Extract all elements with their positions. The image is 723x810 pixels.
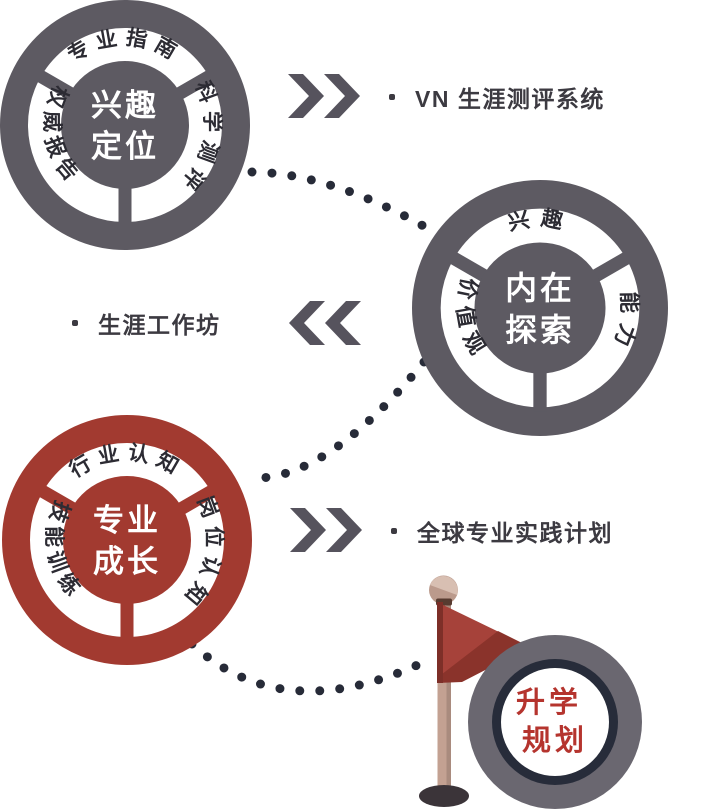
wheel-hub	[474, 242, 606, 374]
dotted-connector-2	[245, 357, 429, 483]
goal-label-line2: 规划	[522, 724, 588, 757]
wheel-center-label: 专业	[93, 503, 161, 538]
bullet-icon	[389, 94, 395, 100]
wheel-center-label: 探索	[505, 312, 575, 348]
wheel-outer-ring	[412, 180, 668, 436]
wheel-hub	[61, 61, 189, 189]
label-practice-text: 全球专业实践计划	[417, 520, 613, 546]
bullet-icon	[72, 320, 78, 326]
wheel-hub	[63, 476, 191, 604]
label-practice: 全球专业实践计划	[391, 516, 613, 546]
goal-circle-face	[501, 668, 609, 776]
wheel-outer-ring	[2, 415, 252, 665]
flag-pole-ball-highlight	[429, 576, 458, 595]
goal-scene: 升学 规划	[419, 575, 642, 809]
label-assessment: VN 生涯测评系统	[389, 82, 605, 112]
label-assessment-text: VN 生涯测评系统	[415, 86, 605, 112]
double-chevron-right-icon	[288, 74, 360, 118]
wheel-center-label: 成长	[93, 544, 161, 579]
wheel-center-label: 内在	[505, 270, 575, 306]
dotted-connector-3	[187, 639, 429, 696]
goal-label-line1: 升学	[516, 685, 582, 719]
double-chevron-left-icon	[289, 301, 361, 345]
wheel-center-label: 兴趣	[91, 88, 159, 123]
goal-label: 升学 规划	[516, 685, 594, 757]
wheel-center-label: 定位	[91, 129, 159, 164]
flag-base	[419, 785, 469, 807]
pennant-flag-fold	[437, 631, 530, 683]
pennant-flag-wrap	[437, 602, 443, 683]
double-chevron-right-icon	[290, 508, 362, 552]
wheel-outer-ring	[0, 0, 250, 250]
label-workshop-text: 生涯工作坊	[98, 312, 221, 338]
bullet-icon	[391, 528, 397, 534]
label-workshop: 生涯工作坊	[72, 308, 221, 338]
flag-pole-shade	[446, 598, 451, 796]
dotted-connector-1	[247, 167, 432, 233]
wheel-segment-label-top: 兴趣	[506, 205, 574, 235]
